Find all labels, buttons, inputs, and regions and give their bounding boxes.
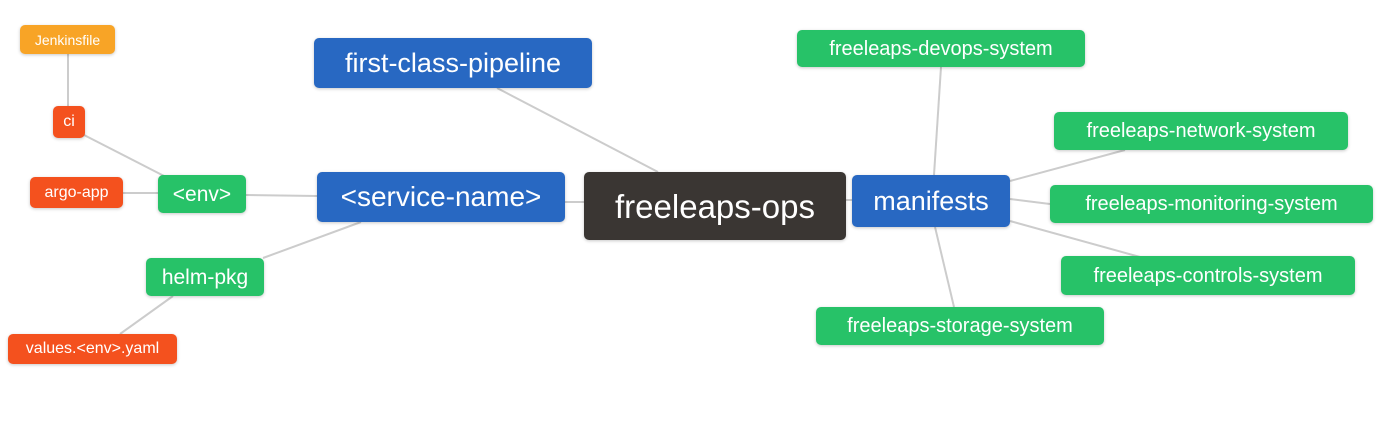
edge-helm-pkg-service-name	[262, 221, 362, 259]
node-helm-pkg[interactable]: helm-pkg	[146, 258, 264, 296]
edge-ci-env	[83, 134, 167, 178]
edge-manifests-storage	[934, 226, 955, 308]
node-freeleaps-devops-system[interactable]: freeleaps-devops-system	[797, 30, 1085, 67]
node-manifests[interactable]: manifests	[852, 175, 1010, 227]
node-freeleaps-controls-system[interactable]: freeleaps-controls-system	[1061, 256, 1355, 295]
node-values-env-yaml[interactable]: values.<env>.yaml	[8, 334, 177, 364]
edge-pipeline-freeleaps-ops	[496, 87, 659, 173]
node-jenkinsfile[interactable]: Jenkinsfile	[20, 25, 115, 54]
node-env[interactable]: <env>	[158, 175, 246, 213]
node-freeleaps-monitoring-system[interactable]: freeleaps-monitoring-system	[1050, 185, 1373, 223]
node-argo-app[interactable]: argo-app	[30, 177, 123, 208]
node-ci[interactable]: ci	[53, 106, 85, 138]
node-first-class-pipeline[interactable]: first-class-pipeline	[314, 38, 592, 88]
node-freeleaps-storage-system[interactable]: freeleaps-storage-system	[816, 307, 1104, 345]
node-service-name[interactable]: <service-name>	[317, 172, 565, 222]
node-freeleaps-network-system[interactable]: freeleaps-network-system	[1054, 112, 1348, 150]
node-freeleaps-ops-root[interactable]: freeleaps-ops	[584, 172, 846, 240]
edge-manifests-controls	[1009, 220, 1141, 258]
edge-manifests-monitoring	[1009, 198, 1051, 205]
edge-manifests-devops	[933, 66, 942, 176]
edge-env-service-name	[245, 194, 318, 197]
edge-values-helm-pkg	[119, 295, 174, 335]
edge-manifests-network	[1009, 149, 1126, 182]
